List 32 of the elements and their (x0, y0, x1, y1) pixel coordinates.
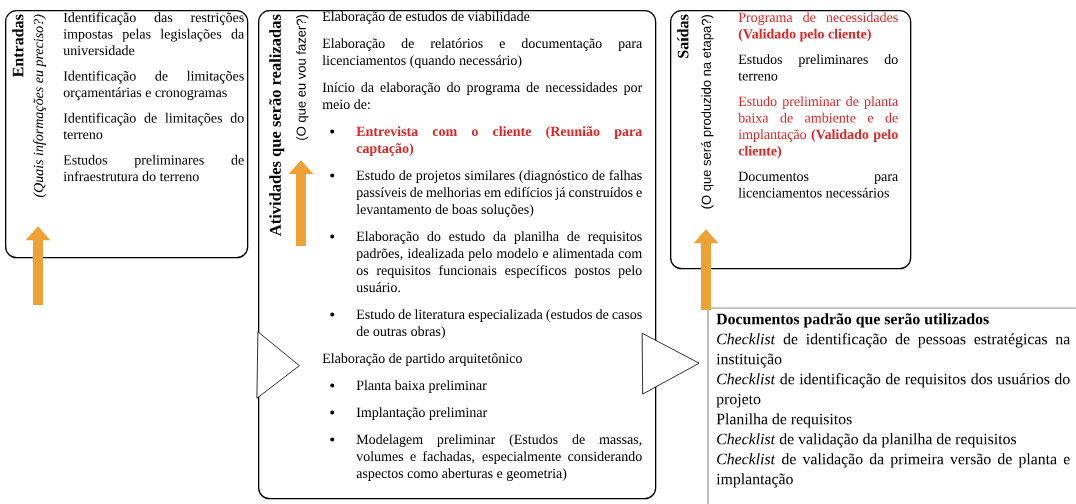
item-text: Identificação das restrições impostas pelas legislações da universidade (63, 12, 245, 56)
heading: Saídas (677, 14, 689, 58)
item-text: Estudo de literatura especializada (estudos de casos de outras obras) (356, 309, 642, 339)
item-text: Entrevista com o cliente (Reunião para captação) (356, 126, 642, 156)
item-text: Implantação preliminar (356, 407, 488, 420)
heading: Documentos padrão que serão utilizados (716, 313, 989, 328)
item-text: Checklist de identificação de requisitos dos usuários do projeto (716, 373, 1070, 408)
item-text: Elaboração de estudos de viabilidade (322, 11, 530, 24)
item-text: Identificação de limitações orçamentárias e cronogramas (63, 70, 244, 101)
item-text: Checklist de validação da primeira versão de planta e implantação (716, 453, 1070, 488)
item-text: Modelagem preliminar (Estudos de massas, volumes e fachadas, especialmente considerando aspectos como aberturas e geometria) (356, 434, 642, 481)
heading: Atividades que serão realizadas (269, 14, 285, 237)
item-text: Elaboração do estudo da planilha de requisitos padrões, idealizada pelo modelo e alimentada com os requisitos funcionais específicos postos pelo usuário. (356, 231, 643, 293)
item-text: Estudo preliminar de planta baixa de ambiente e de implantação (Validado pelo cliente) (738, 96, 899, 159)
item-text: Início da elaboração do programa de necessidades por meio de: (322, 82, 643, 110)
item-text: Elaboração de partido arquitetônico (322, 353, 522, 366)
chevron-arrow (641, 332, 700, 395)
heading: Entradas (12, 14, 24, 78)
subheading: (O que eu vou fazer?) (296, 15, 309, 140)
item-text: Estudos preliminares do terreno (738, 54, 898, 81)
item-text: Elaboração de relatórios e documentação para licenciamentos (quando necessário) (322, 38, 643, 68)
item-text: Planilha de requisitos (716, 413, 852, 428)
subheading: (Quais informações eu preciso?) (33, 14, 47, 198)
item-text: Identificação de limitações do terreno (63, 112, 244, 140)
chevron-arrow (256, 331, 300, 399)
item-text: Estudo de projetos similares (diagnóstico de falhas passíveis de melhorias em edifícios já construídos e levantamento de boas soluções) (356, 170, 642, 217)
subheading: (O que será produzido na etapa?) (701, 15, 714, 209)
item-text: Programa de necessidades (Validado pelo cliente) (738, 12, 898, 42)
item-text: Documentos para licenciamentos necessários (738, 171, 898, 198)
item-text: Checklist de validação da planilha de requisitos (717, 433, 1017, 448)
item-text: Estudos preliminares de infraestrutura do terreno (63, 154, 244, 182)
item-text: Planta baixa preliminar (356, 380, 487, 393)
